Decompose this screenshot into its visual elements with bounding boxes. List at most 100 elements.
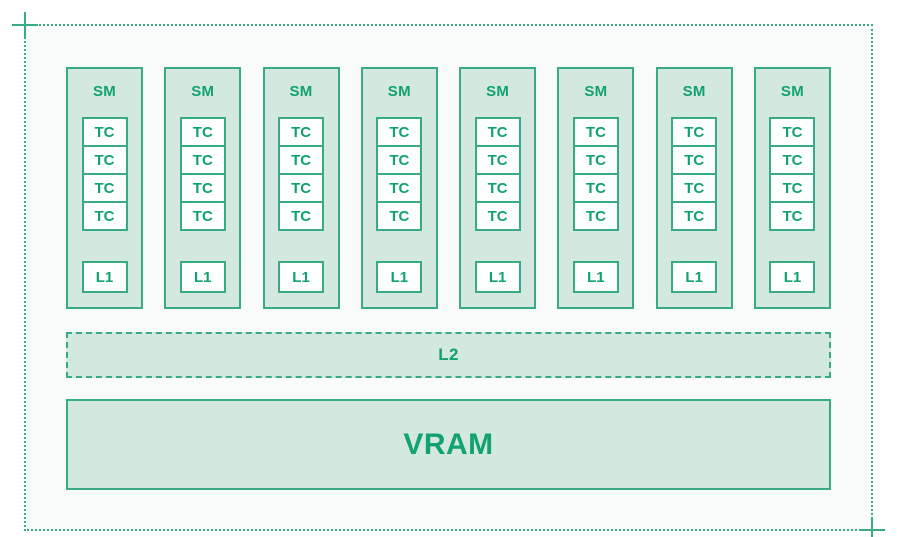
crosshair-icon	[859, 517, 885, 537]
l1-cache-box: L1	[572, 261, 619, 293]
tc-label: TC	[585, 151, 606, 169]
tc-box: TC	[179, 173, 226, 203]
tc-label: TC	[94, 179, 115, 197]
l1-label: L1	[194, 268, 212, 286]
tc-box: TC	[376, 173, 423, 203]
tc-label: TC	[291, 151, 312, 169]
tc-label: TC	[684, 207, 705, 225]
tc-box: TC	[474, 145, 521, 175]
tc-label: TC	[487, 207, 508, 225]
tc-label: TC	[389, 179, 410, 197]
tc-label: TC	[291, 123, 312, 141]
tc-label: TC	[192, 179, 213, 197]
vram-bar: VRAM	[66, 399, 831, 490]
tc-box: TC	[278, 117, 325, 147]
tc-stack: TC TC TC TC	[179, 117, 226, 231]
tc-label: TC	[94, 207, 115, 225]
vram-label: VRAM	[403, 427, 494, 461]
tc-label: TC	[192, 151, 213, 169]
tc-label: TC	[487, 179, 508, 197]
tc-box: TC	[179, 145, 226, 175]
tc-box: TC	[474, 117, 521, 147]
tc-box: TC	[474, 173, 521, 203]
sm-block: SM TC TC TC TC L1	[459, 67, 537, 309]
l1-label: L1	[292, 268, 310, 286]
l1-cache-box: L1	[81, 261, 128, 293]
tc-label: TC	[782, 123, 803, 141]
tc-box: TC	[376, 117, 423, 147]
sm-block: SM TC TC TC TC L1	[164, 67, 242, 309]
l2-label: L2	[438, 345, 459, 364]
tc-box: TC	[278, 201, 325, 231]
l1-cache-box: L1	[376, 261, 423, 293]
tc-label: TC	[782, 207, 803, 225]
l1-label: L1	[95, 268, 114, 286]
tc-box: TC	[769, 173, 816, 203]
sm-label: SM	[584, 83, 608, 100]
tc-label: TC	[684, 123, 705, 141]
tc-box: TC	[376, 145, 423, 175]
l2-cache-bar: L2	[66, 332, 831, 378]
sm-block: SM TC TC TC TC L1	[360, 67, 438, 309]
tc-label: TC	[487, 151, 508, 169]
l1-label: L1	[685, 268, 703, 286]
tc-label: TC	[782, 179, 803, 197]
tc-label: TC	[291, 179, 312, 197]
tc-stack: TC TC TC TC	[769, 117, 816, 231]
l1-cache-box: L1	[179, 261, 226, 293]
tc-label: TC	[291, 207, 312, 225]
sm-label: SM	[682, 83, 706, 100]
tc-box: TC	[278, 173, 325, 203]
tc-box: TC	[376, 201, 423, 231]
tc-box: TC	[572, 145, 619, 175]
sm-label: SM	[289, 83, 313, 100]
tc-box: TC	[572, 117, 619, 147]
tc-box: TC	[81, 117, 128, 147]
tc-label: TC	[585, 123, 606, 141]
tc-box: TC	[769, 201, 816, 231]
sm-row: SM TC TC TC TC L1 SM	[66, 67, 831, 309]
gpu-diagram-frame: SM TC TC TC TC L1 SM	[12, 12, 885, 537]
tc-stack: TC TC TC TC	[671, 117, 718, 231]
tc-label: TC	[192, 207, 213, 225]
tc-label: TC	[94, 151, 115, 169]
tc-stack: TC TC TC TC	[81, 117, 128, 231]
sm-block: SM TC TC TC TC L1	[557, 67, 635, 309]
sm-label: SM	[92, 83, 117, 100]
tc-label: TC	[684, 179, 705, 197]
tc-stack: TC TC TC TC	[278, 117, 325, 231]
tc-label: TC	[389, 151, 410, 169]
tc-label: TC	[389, 207, 410, 225]
l1-cache-box: L1	[671, 261, 718, 293]
tc-box: TC	[179, 201, 226, 231]
tc-stack: TC TC TC TC	[376, 117, 423, 231]
tc-box: TC	[671, 145, 718, 175]
crosshair-icon	[12, 12, 38, 38]
sm-block: SM TC TC TC TC L1	[66, 67, 143, 309]
tc-box: TC	[671, 117, 718, 147]
tc-box: TC	[671, 201, 718, 231]
tc-box: TC	[81, 173, 128, 203]
tc-label: TC	[684, 151, 705, 169]
tc-label: TC	[585, 207, 606, 225]
tc-label: TC	[192, 123, 213, 141]
tc-box: TC	[179, 117, 226, 147]
l1-label: L1	[488, 268, 507, 286]
tc-label: TC	[782, 151, 803, 169]
sm-label: SM	[191, 83, 215, 100]
tc-box: TC	[572, 201, 619, 231]
sm-block: SM TC TC TC TC L1	[655, 67, 733, 309]
sm-block: SM TC TC TC TC L1	[753, 67, 831, 309]
tc-box: TC	[474, 201, 521, 231]
tc-label: TC	[94, 123, 115, 141]
l1-label: L1	[783, 268, 802, 286]
tc-label: TC	[585, 179, 606, 197]
l1-cache-box: L1	[769, 261, 816, 293]
sm-block: SM TC TC TC TC L1	[262, 67, 340, 309]
tc-box: TC	[572, 173, 619, 203]
l1-cache-box: L1	[474, 261, 521, 293]
tc-stack: TC TC TC TC	[572, 117, 619, 231]
tc-box: TC	[81, 145, 128, 175]
tc-box: TC	[278, 145, 325, 175]
